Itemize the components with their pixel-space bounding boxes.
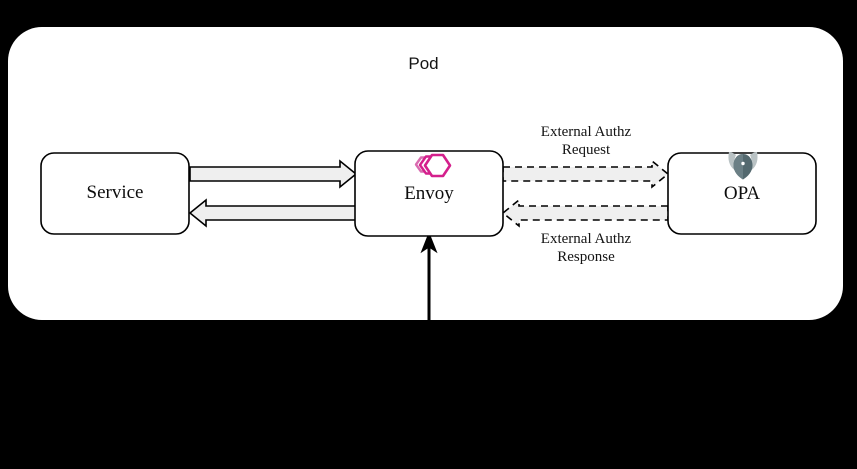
edge-label-response-line2: Response xyxy=(557,249,615,265)
node-label-service: Service xyxy=(86,182,144,203)
edge-label-external-authz-response: External Authz Response xyxy=(510,230,662,266)
edge-label-response-line1: External Authz xyxy=(540,231,632,247)
edge-service-to-envoy xyxy=(189,159,358,189)
node-label-opa: OPA xyxy=(723,183,761,204)
envoy-hexagon-logo xyxy=(414,153,452,178)
edge-envoy-to-opa xyxy=(502,159,670,189)
opa-helmet-logo xyxy=(728,152,758,180)
node-envoy[interactable] xyxy=(354,150,504,237)
node-opa[interactable] xyxy=(667,152,817,235)
edge-envoy-to-service xyxy=(188,198,357,228)
edge-label-request-line1: External Authz xyxy=(540,124,632,140)
edge-label-external-authz-request: External Authz Request xyxy=(510,123,662,159)
pod-title: Pod xyxy=(408,54,439,73)
edge-label-request-line2: Request xyxy=(561,142,611,158)
edge-inbound-traffic xyxy=(420,231,438,330)
edge-opa-to-envoy xyxy=(501,198,669,228)
node-label-envoy: Envoy xyxy=(404,183,454,204)
node-service[interactable] xyxy=(40,152,190,235)
